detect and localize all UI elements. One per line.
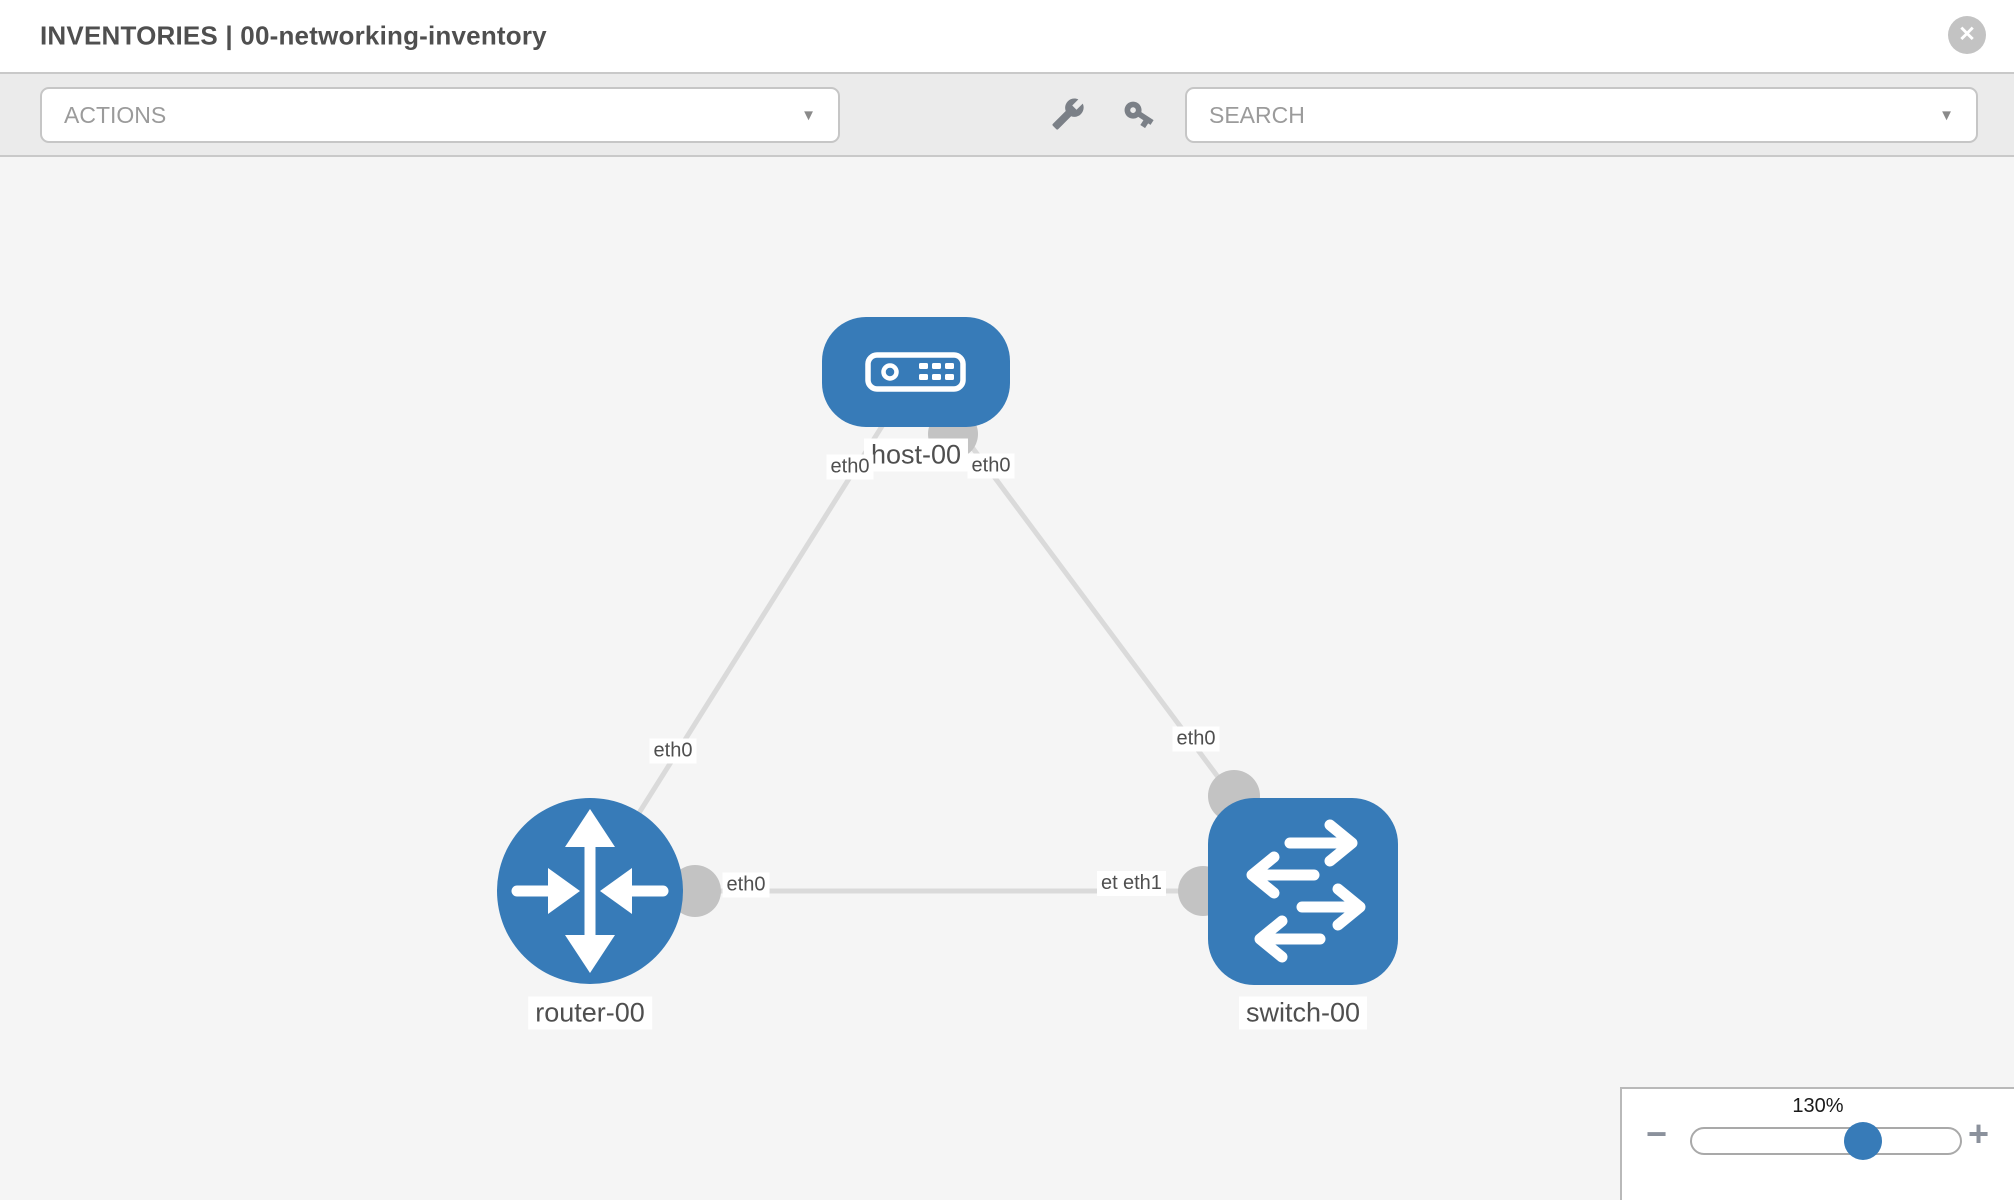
actions-dropdown[interactable]: ACTIONS ▼ — [40, 87, 840, 143]
header: INVENTORIES | 00-networking-inventory ✕ — [0, 0, 2014, 72]
node-label-host: host-00 — [863, 438, 969, 472]
key-button[interactable] — [1116, 92, 1162, 138]
topology-canvas[interactable]: host-00 router-00 switch-00 eth0 eth0 et… — [0, 157, 2014, 1200]
caret-down-icon: ▼ — [1939, 106, 1954, 124]
zoom-slider-track[interactable] — [1690, 1127, 1962, 1155]
search-dropdown-label: SEARCH — [1209, 101, 1305, 128]
close-button[interactable]: ✕ — [1948, 16, 1986, 54]
minus-icon: − — [1646, 1113, 1668, 1154]
plus-icon: + — [1968, 1113, 1990, 1154]
zoom-in-button[interactable]: + — [1968, 1113, 1989, 1155]
page-title: INVENTORIES | 00-networking-inventory — [40, 20, 547, 51]
interface-label-router-eth0-to-host: eth0 — [649, 738, 697, 764]
node-label-router: router-00 — [528, 996, 652, 1030]
interface-label-switch-eth0-to-host: eth0 — [1172, 726, 1220, 752]
interface-label-router-eth0-to-switch: eth0 — [722, 872, 770, 898]
node-router-00[interactable] — [497, 798, 683, 984]
zoom-level-value: 130% — [1792, 1095, 1844, 1117]
wrench-icon — [1051, 98, 1085, 134]
zoom-control-panel: 130% − + — [1620, 1087, 2014, 1200]
node-label-switch: switch-00 — [1238, 996, 1368, 1030]
zoom-slider-thumb[interactable] — [1844, 1122, 1882, 1160]
close-icon: ✕ — [1958, 23, 1976, 46]
node-host-00[interactable] — [822, 317, 1010, 427]
actions-dropdown-label: ACTIONS — [64, 101, 167, 128]
node-switch-00[interactable] — [1208, 798, 1398, 985]
router-icon — [511, 809, 669, 973]
tools-button[interactable] — [1045, 92, 1091, 138]
switch-icon — [1246, 819, 1366, 963]
toolbar: ACTIONS ▼ SEARCH ▼ — [0, 72, 2014, 157]
interface-label-switch-eth1-to-router: eth1 — [1119, 871, 1166, 896]
search-dropdown[interactable]: SEARCH ▼ — [1185, 87, 1978, 143]
caret-down-icon: ▼ — [801, 106, 816, 124]
interface-label-host-eth0-to-switch: eth0 — [967, 453, 1015, 479]
host-icon — [865, 352, 966, 392]
key-icon — [1122, 101, 1156, 134]
zoom-out-button[interactable]: − — [1646, 1113, 1667, 1155]
interface-label-host-eth0-to-router: eth0 — [826, 454, 874, 480]
